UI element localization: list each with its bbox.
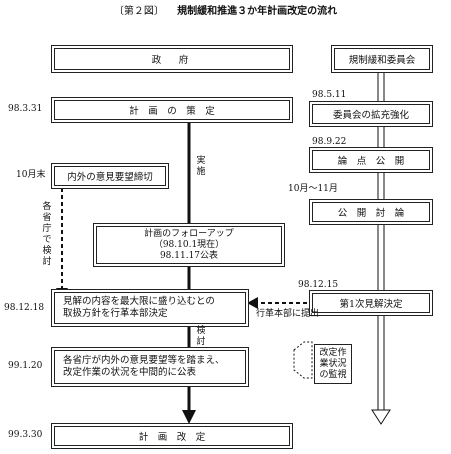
monitor-line-2: 業状況	[319, 358, 347, 369]
committee-expand-label: 委員会の拡充強化	[332, 110, 409, 121]
figure-heading: 規制緩和推進３か年計画改定の流れ	[177, 6, 338, 17]
date-98-3-31: 98.3.31	[8, 104, 43, 114]
date-oct-nov: 10月～11月	[288, 184, 338, 194]
submit-dashed-arrowhead	[247, 297, 258, 309]
committee-header-label: 規制緩和委員会	[348, 55, 416, 66]
interim-publish-box: 各省庁が内外の意見要望等を踏まえ、 改定作業の状況を中間的に公表	[54, 350, 246, 384]
first-view-label: 第1次見解決定	[339, 299, 403, 310]
committee-header-box: 規制緩和委員会	[334, 48, 430, 70]
publish-line-1: 各省庁が内外の意見要望等を踏まえ、	[63, 355, 225, 366]
date-oct-end: 10月末	[16, 170, 46, 180]
submit-to-hq-label: 行革本部に提出	[256, 309, 320, 319]
figure-number: 〔第２図〕	[113, 6, 164, 17]
government-header-box: 政 府	[54, 48, 290, 70]
implementation-label: 実施	[196, 156, 206, 177]
monitor-dotted-shape	[293, 341, 313, 379]
followup-box: 計画のフォローアップ （98.10.1現在） 98.11.17公表	[96, 226, 282, 264]
publish-line-2: 改定作業の状況を中間的に公表	[63, 367, 197, 378]
policy-line-1: 見解の内容を最大限に盛り込むとの	[63, 296, 215, 307]
opinion-deadline-label: 内外の意見要望締切	[67, 172, 153, 183]
followup-line-2: （98.10.1現在）	[153, 239, 225, 250]
public-debate-box: 公 開 討 論	[312, 202, 430, 222]
figure-title: 〔第２図〕 規制緩和推進３か年計画改定の流れ	[0, 2, 451, 17]
date-99-1-20: 99.1.20	[8, 361, 43, 371]
monitor-line-3: の監視	[319, 369, 347, 380]
policy-line-2: 取扱方針を行革本部決定	[63, 308, 168, 319]
date-99-3-30: 99.3.30	[8, 430, 43, 440]
plan-revision-label: 計 画 改 定	[138, 432, 206, 443]
monitor-box: 改定作 業状況 の監視	[314, 344, 352, 384]
plan-box: 計 画 の 策 定	[54, 100, 290, 120]
committee-arrowhead	[371, 409, 391, 425]
opinion-deadline-box: 内外の意見要望締切	[54, 166, 166, 186]
committee-expand-box: 委員会の拡充強化	[312, 104, 430, 124]
date-98-12-15: 98.12.15	[298, 280, 339, 290]
plan-revision-box: 計 画 改 定	[54, 426, 290, 446]
main-flow-arrowhead	[182, 410, 196, 424]
plan-label: 計 画 の 策 定	[129, 106, 215, 117]
policy-decision-box: 見解の内容を最大限に盛り込むとの 取扱方針を行革本部決定	[54, 292, 246, 324]
date-98-9-22: 98.9.22	[312, 137, 347, 147]
first-view-box: 第1次見解決定	[312, 293, 430, 313]
followup-line-1: 計画のフォローアップ	[144, 228, 234, 239]
issues-open-box: 論 点 公 開	[312, 150, 430, 170]
date-98-5-11: 98.5.11	[312, 90, 347, 100]
public-debate-label: 公 開 討 論	[337, 208, 405, 219]
monitor-line-1: 改定作	[319, 347, 347, 358]
date-98-12-18: 98.12.18	[4, 303, 45, 313]
review-label: 検討	[196, 326, 206, 347]
followup-line-3: 98.11.17公表	[159, 250, 219, 261]
issues-open-label: 論 点 公 開	[337, 156, 405, 167]
ministry-review-label: 各省庁で検討	[42, 202, 52, 267]
government-header-label: 政 府	[151, 55, 193, 66]
